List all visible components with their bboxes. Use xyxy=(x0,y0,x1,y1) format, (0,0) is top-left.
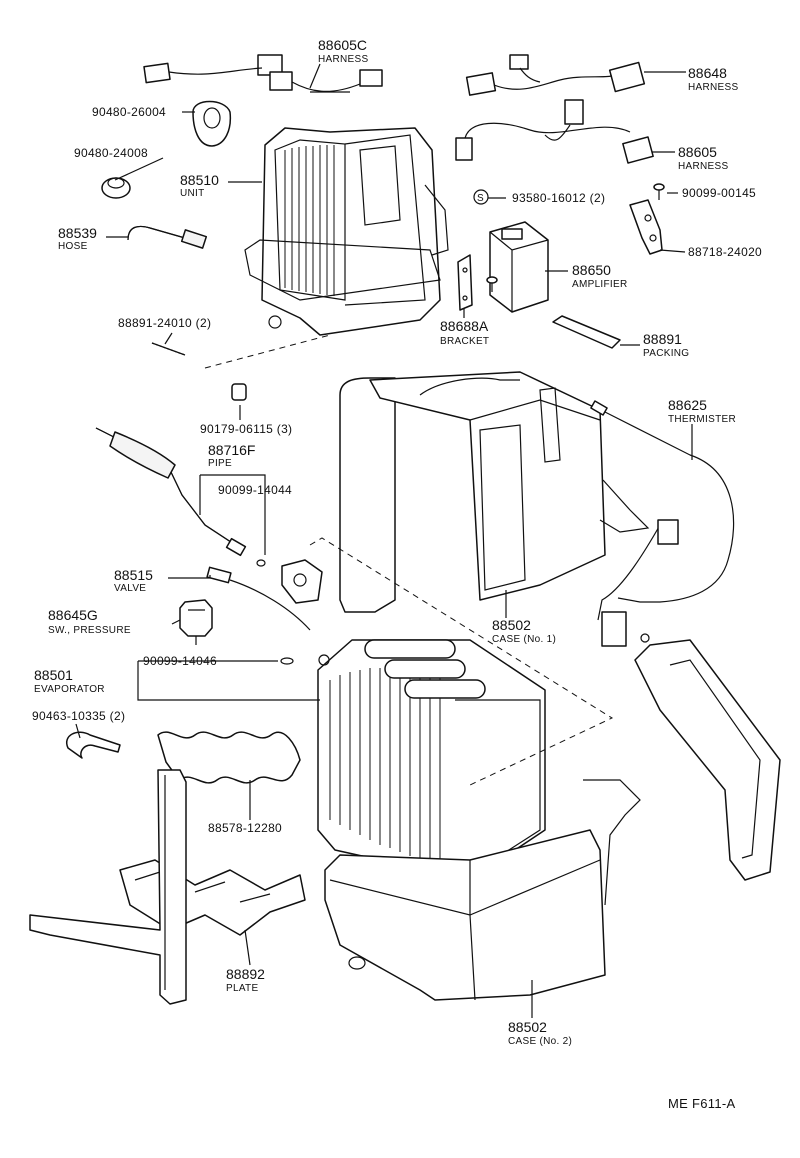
hose-88539-illustration xyxy=(127,225,208,249)
part-88578-12280-illustration xyxy=(157,731,301,784)
callout-88892-number: 88892 xyxy=(226,966,265,982)
callout-90480-24008-number: 90480-24008 xyxy=(74,146,148,160)
unit-88510-illustration xyxy=(244,127,449,336)
callout-88688a-name: BRACKET xyxy=(440,336,489,347)
grommet-90480-24008-illustration xyxy=(101,177,131,199)
nut-90179-06115-illustration xyxy=(231,383,247,401)
callout-88645g-name: SW., PRESSURE xyxy=(48,625,131,636)
screw-93580-16012-illustration xyxy=(486,276,498,292)
callout-case-no1-name: CASE (No. 1) xyxy=(492,634,556,645)
alignment-lines xyxy=(204,334,614,786)
callout-93580-16012-number: 93580-16012 (2) xyxy=(512,191,605,205)
harness-88605-illustration xyxy=(455,99,654,164)
callout-88625-number: 88625 xyxy=(668,397,707,413)
callout-88605-name: HARNESS xyxy=(678,161,728,172)
evaporator-88501-illustration xyxy=(317,639,546,881)
callout-88716f-number: 88716F xyxy=(208,442,255,458)
right-duct-illustration xyxy=(634,639,781,881)
harness-88648-illustration xyxy=(465,54,646,96)
screw-90099-00145-illustration xyxy=(653,183,665,200)
callout-90463-10335-number: 90463-10335 (2) xyxy=(32,709,125,723)
callout-88539-number: 88539 xyxy=(58,225,97,241)
clip-88718-24020-illustration xyxy=(629,199,663,255)
callout-88625-name: THERMISTER xyxy=(668,414,736,425)
callout-88578-12280-number: 88578-12280 xyxy=(208,821,282,835)
callout-90099-14044-number: 90099-14044 xyxy=(218,483,292,497)
clamp-90463-10335-illustration xyxy=(65,731,121,759)
bracket-88688a-illustration xyxy=(457,254,473,311)
leader-lines xyxy=(75,63,693,1018)
packing-88891-illustration xyxy=(552,315,621,349)
pipe-88716f-illustration xyxy=(95,427,266,567)
s-symbol-icon xyxy=(473,189,489,205)
callout-88645g-number: 88645G xyxy=(48,607,98,623)
callout-88515-number: 88515 xyxy=(114,567,153,583)
plate-88892-illustration xyxy=(119,859,306,936)
callout-88510-number: 88510 xyxy=(180,172,219,188)
callout-88650-number: 88650 xyxy=(572,262,611,278)
oring-90099-14046-illustration xyxy=(280,657,294,665)
callout-90480-26004-number: 90480-26004 xyxy=(92,105,166,119)
callout-88605c-name: HARNESS xyxy=(318,54,368,65)
callout-88891-number: 88891 xyxy=(643,331,682,347)
case-no1-illustration xyxy=(339,371,650,613)
callout-88605c-number: 88605C xyxy=(318,37,367,53)
callout-88510-name: UNIT xyxy=(180,188,205,199)
callout-88688a-number: 88688A xyxy=(440,318,489,334)
valve-88515-illustration xyxy=(206,559,323,631)
callout-90099-14046-number: 90099-14046 xyxy=(143,654,217,668)
labels: 88605C HARNESS 90480-26004 90480-24008 8… xyxy=(32,37,762,1111)
pressure-switch-88645g-illustration xyxy=(179,599,213,645)
case-no2-illustration xyxy=(324,779,641,1001)
callout-93580-symbol: S xyxy=(477,193,484,204)
amplifier-88650-illustration xyxy=(489,221,549,313)
callout-case-no2-name: CASE (No. 2) xyxy=(508,1036,572,1047)
callout-case-no1-number: 88502 xyxy=(492,617,531,633)
callout-88501-number: 88501 xyxy=(34,667,73,683)
grommet-90480-26004-illustration xyxy=(192,100,232,147)
callout-88892-name: PLATE xyxy=(226,983,258,994)
left-duct-illustration xyxy=(29,769,187,1005)
footer-code: ME F611-A xyxy=(668,1096,736,1111)
callout-88650-name: AMPLIFIER xyxy=(572,279,628,290)
callout-88539-name: HOSE xyxy=(58,241,88,252)
callout-88891-name: PACKING xyxy=(643,348,689,359)
callout-88515-name: VALVE xyxy=(114,583,146,594)
bolt-88891-24010-illustration xyxy=(151,342,186,356)
callout-case-no2-number: 88502 xyxy=(508,1019,547,1035)
thermister-88625-illustration xyxy=(590,400,735,647)
callout-88716f-name: PIPE xyxy=(208,458,232,469)
harness-88605c-illustration xyxy=(143,54,383,93)
callout-88648-number: 88648 xyxy=(688,65,727,81)
callout-88891-24010-number: 88891-24010 (2) xyxy=(118,316,211,330)
callout-90179-06115-number: 90179-06115 (3) xyxy=(200,422,292,436)
callout-88648-name: HARNESS xyxy=(688,82,738,93)
callout-90099-00145-number: 90099-00145 xyxy=(682,186,756,200)
callout-88718-24020-number: 88718-24020 xyxy=(688,245,762,259)
callout-88605-number: 88605 xyxy=(678,144,717,160)
callout-88501-name: EVAPORATOR xyxy=(34,684,105,695)
